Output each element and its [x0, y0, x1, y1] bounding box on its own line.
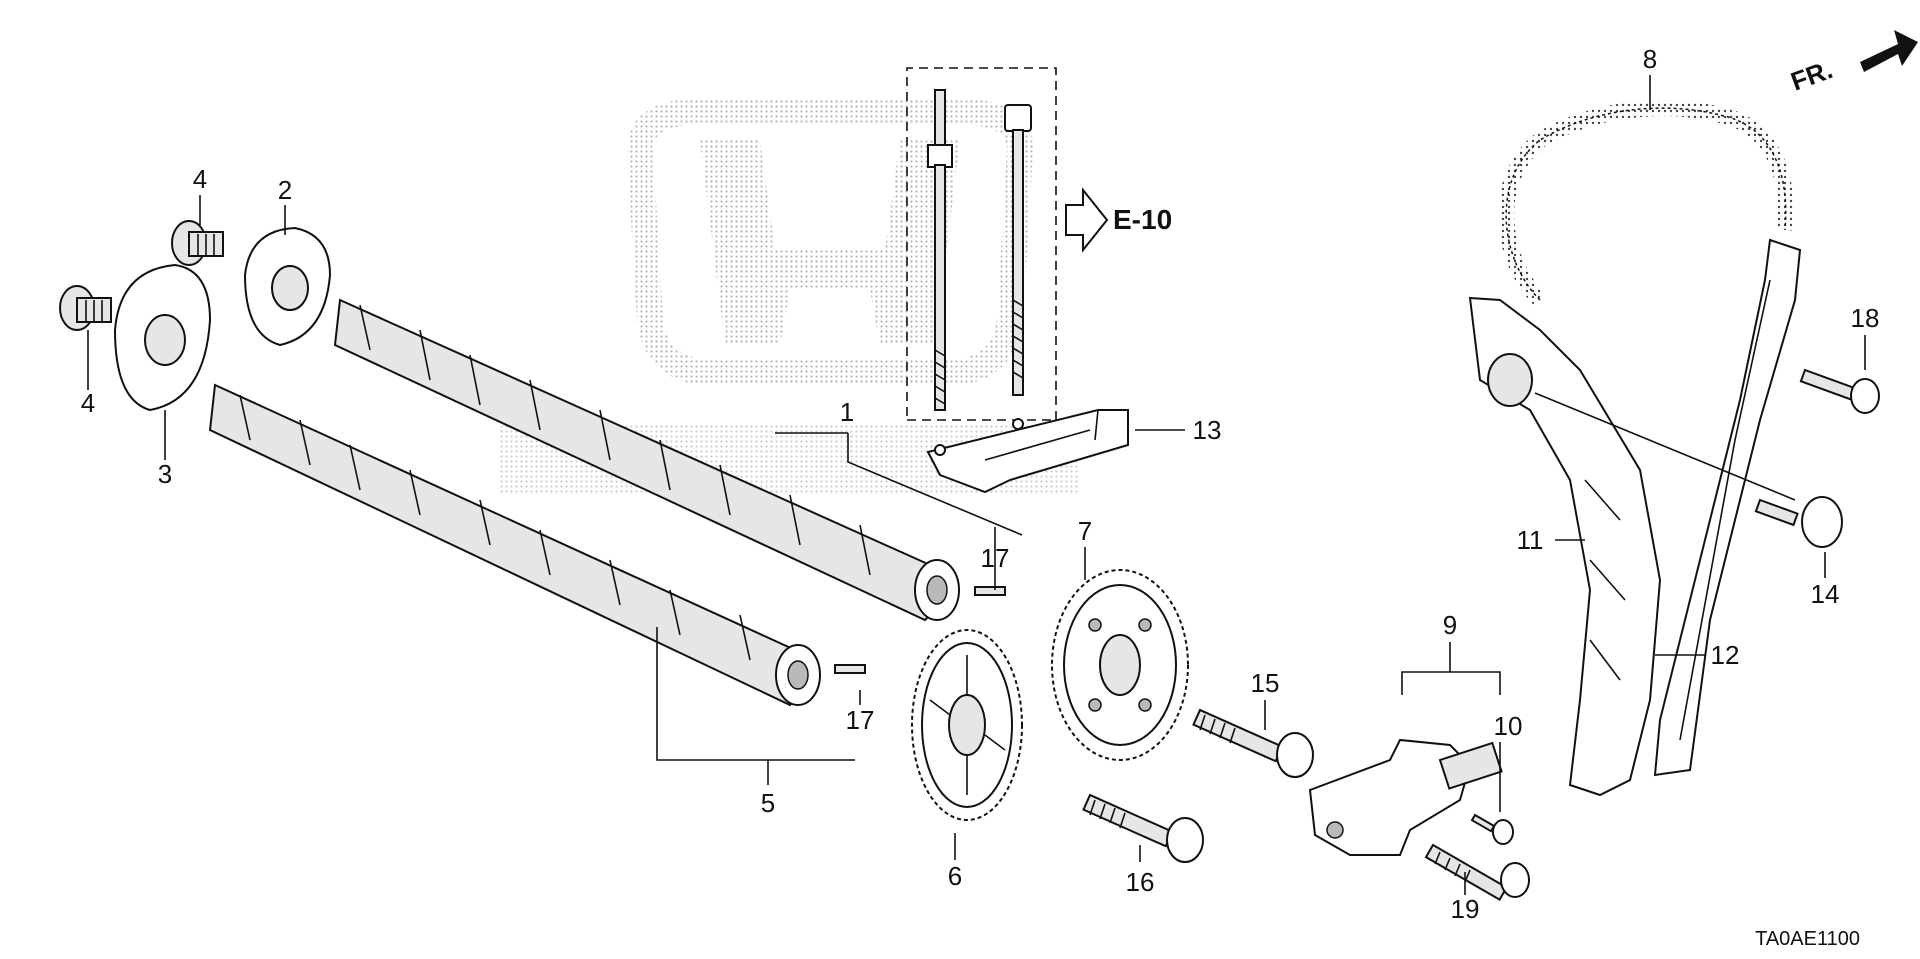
- callout-labels: 1 2 3 4 4 5 6 7 8 9 10 11 12 13 14 15 16…: [81, 44, 1880, 924]
- front-direction-label: FR.: [1787, 54, 1837, 97]
- callout-7: 7: [1078, 516, 1092, 546]
- chain-guide-illustration: [1653, 238, 1802, 777]
- cam-pulse-plates-illustration: [59, 220, 332, 412]
- callout-6: 6: [948, 861, 962, 891]
- dowel-pin-upper: [974, 586, 1006, 596]
- callout-14: 14: [1811, 579, 1840, 609]
- callout-11: 11: [1517, 525, 1544, 555]
- reference-arrow[interactable]: E-10: [1065, 187, 1172, 253]
- callout-17-lower: 17: [846, 705, 875, 735]
- callout-8: 8: [1643, 44, 1657, 74]
- callout-15: 15: [1251, 668, 1280, 698]
- diagram-code: TA0AE1100: [1755, 928, 1860, 950]
- callout-16: 16: [1126, 867, 1155, 897]
- callout-4-upper: 4: [193, 164, 207, 194]
- callout-2: 2: [278, 175, 292, 205]
- callout-13: 13: [1193, 415, 1222, 445]
- cam-holder-bracket-illustration: [926, 409, 1129, 494]
- callout-leader-lines: [87, 75, 1866, 895]
- callout-17-upper: 17: [981, 543, 1010, 573]
- camshaft-sprocket-illustration: [911, 629, 1023, 821]
- callout-12: 12: [1711, 640, 1740, 670]
- dowel-pin-lower: [834, 664, 866, 674]
- tensioner-arm-illustration: [1468, 296, 1662, 797]
- callout-18: 18: [1851, 303, 1880, 333]
- vtc-actuator-illustration: [1051, 569, 1189, 761]
- bolt-group-frame: [906, 67, 1057, 421]
- long-bolts-illustration: [927, 89, 1032, 411]
- callout-4-lower: 4: [81, 388, 95, 418]
- callout-1: 1: [840, 397, 854, 427]
- timing-chain-illustration: [1498, 100, 1794, 306]
- callout-3: 3: [158, 459, 172, 489]
- reference-arrow-label: E-10: [1113, 204, 1172, 235]
- pivot-bolt-14-illustration: [1754, 496, 1843, 548]
- bolt-15-illustration: [1192, 708, 1314, 778]
- callout-9: 9: [1443, 610, 1457, 640]
- bolt-18-illustration: [1799, 368, 1880, 414]
- exhaust-camshaft-illustration: [208, 383, 821, 707]
- callout-5: 5: [761, 788, 775, 818]
- callout-19: 19: [1451, 894, 1480, 924]
- bolt-16-illustration: [1082, 793, 1204, 863]
- callout-10: 10: [1494, 711, 1523, 741]
- front-direction-marker: FR.: [1787, 30, 1918, 97]
- chain-tensioner-illustration: [1308, 738, 1503, 856]
- intake-camshaft-illustration: [333, 298, 960, 622]
- bolt-10-19-illustration: [1424, 813, 1530, 901]
